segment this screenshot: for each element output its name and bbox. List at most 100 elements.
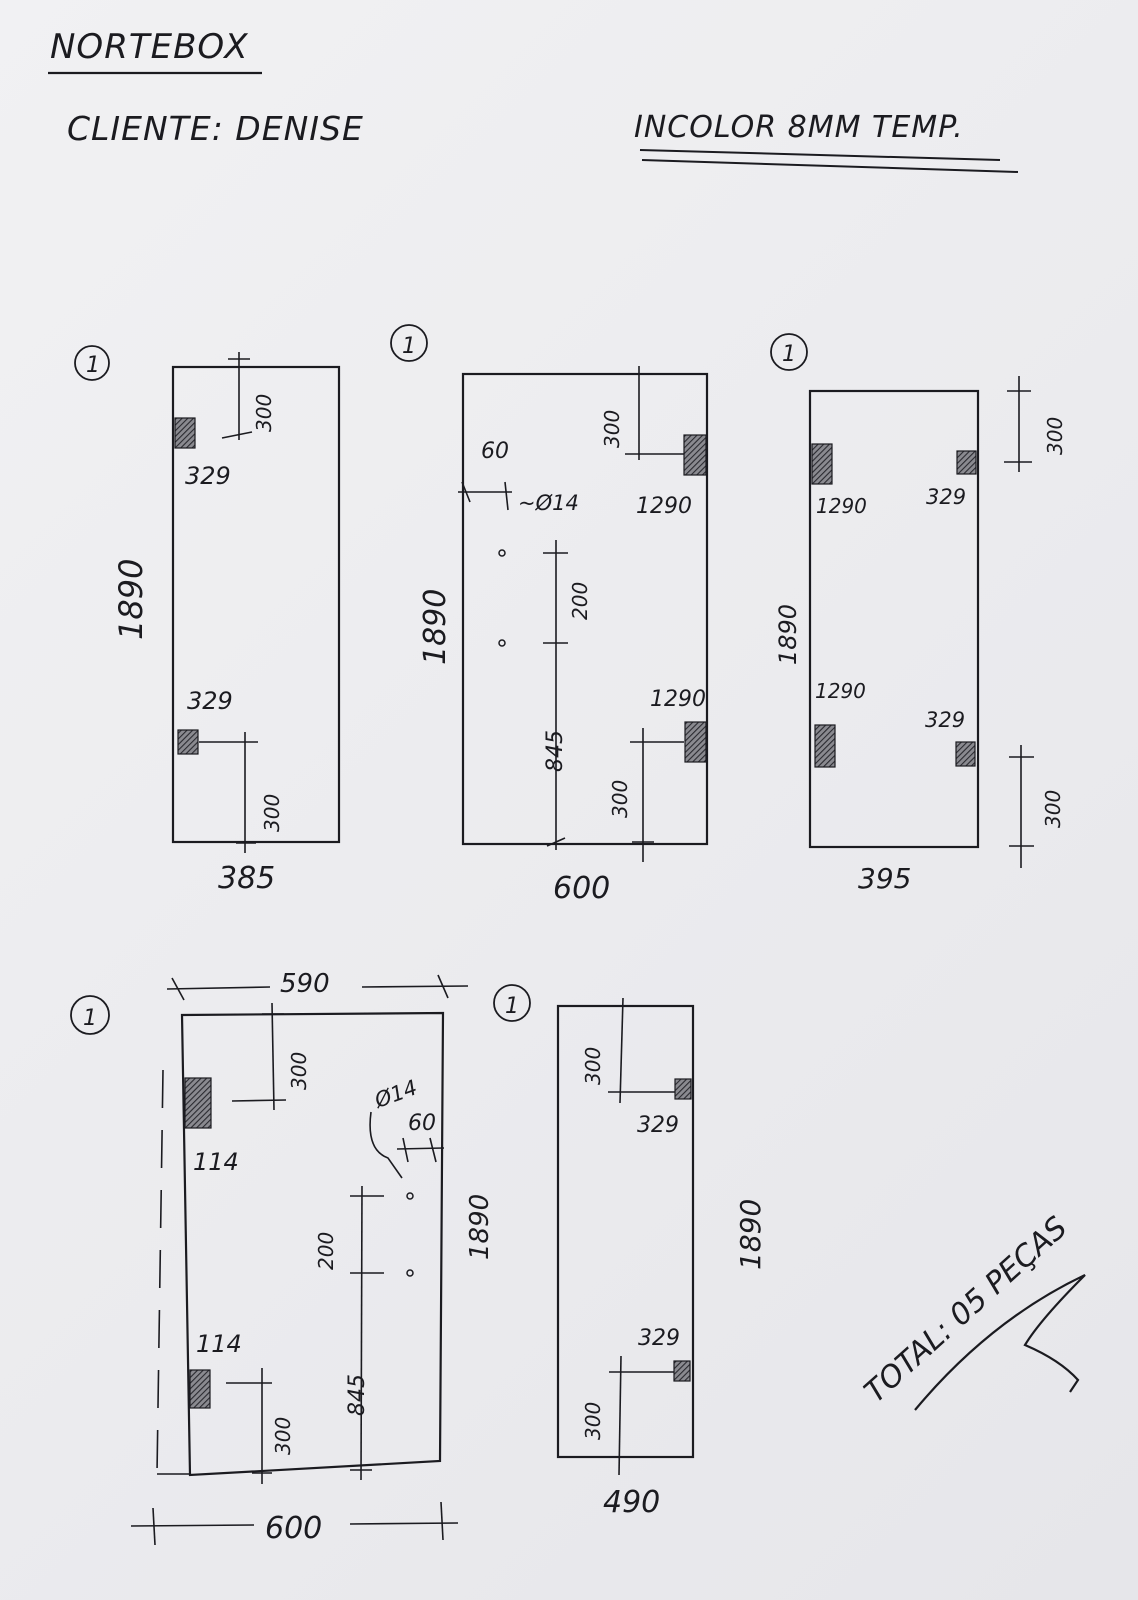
piece-2-bottom-offset: 300 (608, 780, 632, 818)
piece-5-top-slot-label: 329 (637, 1113, 679, 1138)
piece-4-top-slot (184, 1077, 212, 1129)
piece-5-qty-circle (493, 984, 531, 1022)
piece-1-qty: 1 (86, 353, 100, 378)
piece-4-bottom-width-line-left (130, 1524, 255, 1527)
piece-2 (390, 324, 709, 862)
piece-1-top-slot-label: 329 (185, 462, 231, 490)
piece-3-qty: 1 (782, 342, 796, 367)
piece-5-bottom-offset: 300 (581, 1402, 605, 1440)
piece-1 (74, 345, 341, 853)
piece-2-edge-tick-1 (461, 481, 471, 503)
piece-4-bottom-slot-label: 114 (196, 1330, 242, 1358)
piece-5-top-dim-line (619, 997, 624, 1104)
piece-4-top-offset: 300 (287, 1052, 311, 1090)
piece-2-hole-lower (498, 639, 506, 647)
piece-2-top-slot-label: 1290 (636, 494, 692, 519)
piece-1-qty-circle (74, 345, 110, 381)
piece-4 (70, 974, 469, 1546)
piece-3-left-top-slot-label: 1290 (816, 494, 867, 518)
piece-5-bottom-dim-line (618, 1355, 622, 1476)
piece-5-bottom-slot-label: 329 (638, 1326, 680, 1351)
piece-4-hole-upper (406, 1192, 414, 1200)
piece-2-top-slot (683, 434, 707, 476)
piece-1-text: 1 1890 385 300 300 329 329 (86, 353, 284, 896)
piece-2-bottom-slot-label: 1290 (650, 687, 706, 712)
piece-4-edge-offset: 60 (408, 1111, 436, 1136)
piece-4-height: 1890 (465, 1194, 495, 1260)
piece-2-hole-diameter: ~Ø14 (518, 491, 579, 515)
piece-3-right-bottom-slot (955, 741, 976, 767)
piece-4-bottom-offset: 300 (271, 1417, 295, 1455)
piece-1-bottom-slot-label: 329 (187, 687, 233, 715)
piece-3 (770, 333, 1034, 868)
piece-4-top-width-line-left (166, 986, 271, 990)
piece-3-bottom-offset: 300 (1041, 790, 1065, 828)
piece-4-top-width-line-right (361, 985, 469, 988)
piece-1-width: 385 (218, 861, 275, 896)
piece-2-edge-offset: 60 (481, 439, 509, 464)
piece-1-top-slot (174, 417, 196, 449)
piece-2-hole-tick-3 (546, 837, 566, 847)
piece-5-top-offset: 300 (581, 1047, 605, 1085)
piece-2-qty-circle (390, 324, 428, 362)
piece-4-top-width: 590 (280, 969, 330, 999)
glass-spec-underline-1 (639, 149, 1001, 161)
piece-2-qty: 1 (402, 334, 416, 359)
piece-4-bottom-width-line-right (349, 1522, 459, 1525)
piece-4-edge-tick-1 (402, 1137, 409, 1163)
piece-3-height: 1890 (774, 604, 802, 665)
header: NORTEBOX CLIENTE: DENISE INCOLOR 8MM TEM… (48, 27, 1019, 173)
piece-4-outline (180, 1011, 445, 1477)
total-underline (914, 1274, 1086, 1411)
piece-3-text: 1 1890 395 300 300 1290 329 1290 329 (774, 342, 1067, 895)
piece-3-outline (808, 389, 980, 849)
piece-2-width: 600 (553, 871, 610, 906)
piece-5-width: 490 (603, 1485, 660, 1520)
glass-spec-underline-2 (641, 159, 1019, 173)
piece-2-text: 1 1890 600 300 60 ~Ø14 200 845 300 1290 … (402, 334, 706, 906)
piece-2-height: 1890 (418, 589, 453, 665)
piece-5-height: 1890 (734, 1199, 767, 1270)
piece-4-hole-dim-line (360, 1185, 363, 1481)
glass-spec: INCOLOR 8MM TEMP. (634, 110, 964, 145)
piece-3-left-bottom-slot-label: 1290 (815, 679, 866, 703)
piece-4-bottom-slot (189, 1369, 211, 1409)
piece-4-hole-lower (406, 1269, 414, 1277)
piece-2-bottom-slot (684, 721, 707, 763)
piece-1-bottom-offset: 300 (260, 794, 284, 832)
piece-2-edge-tick-2 (504, 481, 509, 511)
piece-3-right-bottom-slot-label: 329 (925, 708, 965, 732)
piece-3-right-top-slot (956, 450, 977, 475)
piece-4-qty-circle (70, 995, 110, 1035)
piece-5-outline (556, 1004, 695, 1459)
piece-1-height: 1890 (112, 559, 150, 640)
piece-4-hole-diameter: Ø14 (371, 1075, 421, 1113)
piece-4-top-slot-label: 114 (193, 1148, 239, 1176)
piece-3-top-offset: 300 (1043, 417, 1067, 455)
piece-4-bottom-width-tick-1 (152, 1507, 156, 1546)
piece-4-edge-tick-2 (429, 1137, 437, 1163)
piece-5 (493, 984, 695, 1476)
piece-4-qty: 1 (83, 1006, 97, 1031)
piece-1-top-tick-2 (221, 431, 253, 439)
piece-4-hole-height: 845 (345, 1374, 370, 1416)
piece-4-top-leader (231, 1099, 287, 1102)
piece-4-bottom-width: 600 (265, 1511, 322, 1546)
piece-1-bottom-slot (177, 729, 199, 755)
total-label: TOTAL: 05 PEÇAS (858, 1210, 1074, 1410)
piece-2-hole-upper (498, 549, 506, 557)
piece-4-left-ref-line (156, 1069, 164, 1475)
piece-4-text: 1 590 600 1890 300 60 Ø14 200 845 300 11… (83, 969, 495, 1546)
piece-2-top-offset: 300 (600, 410, 624, 448)
piece-4-diameter-leader (369, 1111, 403, 1179)
client-label: CLIENTE: DENISE (67, 109, 364, 148)
piece-4-top-dim-line (271, 1002, 275, 1111)
piece-4-bottom-width-tick-2 (440, 1501, 444, 1541)
piece-2-hole-spacing: 200 (568, 582, 592, 620)
piece-3-width: 395 (858, 862, 911, 895)
piece-4-hole-spacing: 200 (314, 1232, 338, 1270)
piece-3-qty-circle (770, 333, 808, 371)
piece-1-outline (171, 365, 341, 844)
piece-4-top-width-tick-2 (437, 974, 449, 999)
